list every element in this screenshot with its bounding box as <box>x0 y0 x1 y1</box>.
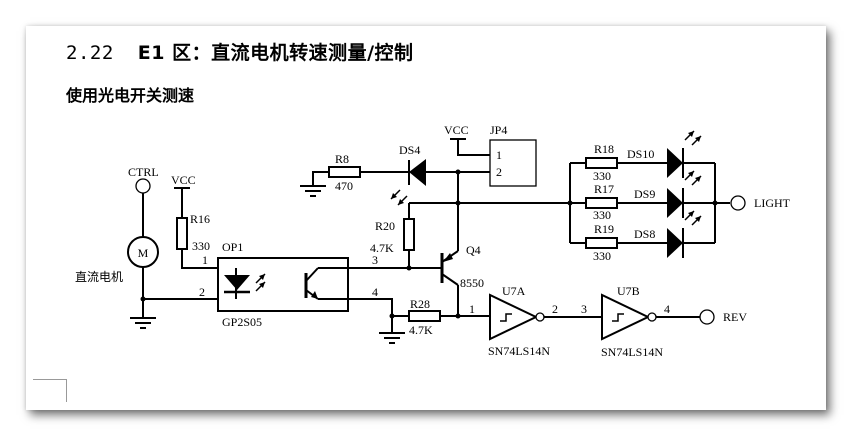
wire <box>312 171 329 186</box>
r17-ref: R17 <box>594 182 614 196</box>
op1-ref: OP1 <box>222 240 243 254</box>
op1-pin2: 2 <box>199 285 205 299</box>
r8-value: 470 <box>335 179 353 193</box>
vcc2-label: VCC <box>444 123 469 137</box>
section-subtitle: 使用光电开关测速 <box>66 86 195 105</box>
op1-pin1: 1 <box>202 253 208 267</box>
led-ds4 <box>390 159 426 206</box>
u7b-out-pin: 4 <box>664 302 670 316</box>
r16-ref: R16 <box>190 212 210 226</box>
u7b-in-pin: 3 <box>581 302 587 316</box>
r18-value: 330 <box>593 169 611 183</box>
vcc1-label: VCC <box>171 173 196 187</box>
resistor-r18 <box>585 157 618 169</box>
r19-value: 330 <box>593 249 611 263</box>
q4-ref: Q4 <box>466 243 481 257</box>
op1-pin3: 3 <box>372 253 378 267</box>
light-port: LIGHT <box>730 195 791 211</box>
wire <box>348 298 393 316</box>
motor-m: M <box>127 236 159 268</box>
jp4-pin2: 2 <box>496 165 502 179</box>
motor-label: 直流电机 <box>75 270 123 284</box>
r19-ref: R19 <box>594 222 614 236</box>
u7a-part: SN74LS14N <box>488 344 550 358</box>
r17-value: 330 <box>593 208 611 222</box>
resistor-r28 <box>408 310 441 322</box>
resistor-r8 <box>328 166 361 178</box>
r8-ref: R8 <box>335 152 349 166</box>
q4-part: 8550 <box>460 276 484 290</box>
jp4-ref: JP4 <box>490 123 507 137</box>
ds9-ref: DS9 <box>634 187 655 201</box>
optocoupler-op1 <box>217 257 349 312</box>
led-branch-ds8 <box>570 210 715 258</box>
jumper-jp4 <box>489 139 537 187</box>
r28-value: 4.7K <box>409 323 433 337</box>
ctrl-port: CTRL <box>128 165 159 194</box>
ground-icon <box>378 332 406 344</box>
junction <box>712 200 718 206</box>
section-number: 2.22 <box>66 42 114 64</box>
junction <box>406 265 412 271</box>
schmitt-inverter-u7a <box>489 293 545 341</box>
rev-port: REV <box>699 309 747 325</box>
jp4-pin1: 1 <box>496 148 502 162</box>
light-label: LIGHT <box>754 196 791 210</box>
ds10-ref: DS10 <box>627 147 654 161</box>
ds4-ref: DS4 <box>399 143 420 157</box>
rev-label: REV <box>723 310 747 324</box>
schmitt-inverter-u7b <box>601 293 657 341</box>
r20-value: 4.7K <box>370 241 394 255</box>
op1-pin4: 4 <box>372 285 378 299</box>
section-heading: 2.22 E1 区：直流电机转速测量/控制 <box>66 38 414 65</box>
junction <box>567 200 573 206</box>
u7a-ref: U7A <box>502 284 526 298</box>
motor-symbol: M <box>138 246 149 260</box>
u7a-in-pin: 1 <box>469 302 475 316</box>
ds8-ref: DS8 <box>634 227 655 241</box>
ground-icon <box>299 185 327 197</box>
u7b-ref: U7B <box>617 284 640 298</box>
wire <box>457 139 490 156</box>
resistor-r19 <box>585 237 618 249</box>
led-branch-ds9 <box>585 170 702 218</box>
transistor-q4 <box>440 250 459 286</box>
resistor-r16 <box>176 217 188 250</box>
u7a-out-pin: 2 <box>552 302 558 316</box>
u7b-part: SN74LS14N <box>601 345 663 359</box>
ctrl-label: CTRL <box>128 165 159 179</box>
r16-value: 330 <box>192 239 210 253</box>
ground-icon <box>129 317 157 329</box>
resistor-r20 <box>403 218 415 251</box>
r20-ref: R20 <box>375 219 395 233</box>
r18-ref: R18 <box>594 142 614 156</box>
op1-part: GP2S05 <box>222 315 262 329</box>
document-page <box>26 26 826 410</box>
r28-ref: R28 <box>410 297 430 311</box>
wire <box>181 249 218 269</box>
led-branch-ds10 <box>570 130 715 178</box>
resistor-r17 <box>585 197 618 209</box>
section-title: E1 区：直流电机转速测量/控制 <box>137 42 414 64</box>
page-corner-mark <box>33 379 67 402</box>
